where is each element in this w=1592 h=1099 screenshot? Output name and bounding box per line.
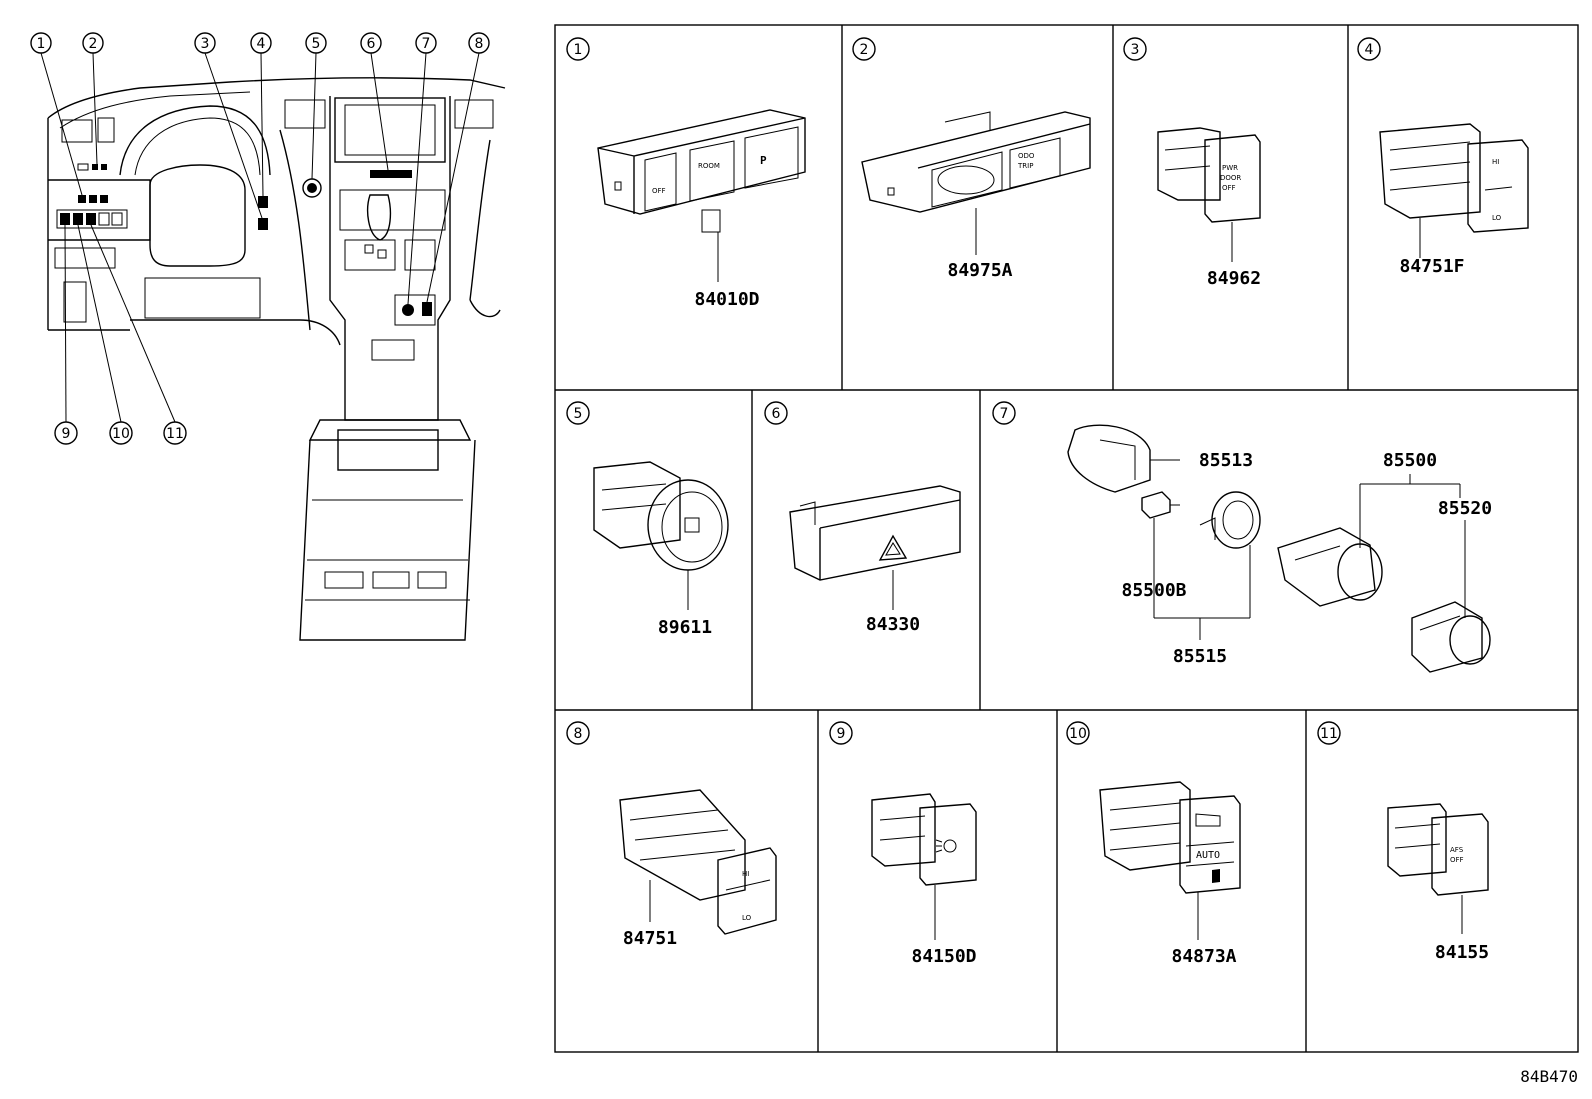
panel-9: 9 84150D <box>829 721 977 967</box>
bulb-85500b <box>1141 491 1180 519</box>
switch-84155: AFS OFF <box>1387 803 1489 896</box>
panel-1-label-room: ROOM <box>698 162 720 170</box>
panel-2-label-odo: ODO <box>1018 152 1035 160</box>
panel-6: 6 84330 <box>764 401 961 635</box>
panel-8-label-hi: HI <box>742 870 749 878</box>
overview-callout-8: 8 <box>475 36 484 52</box>
part-number-85500b: 85500B <box>1121 580 1186 601</box>
overview-callout-1: 1 <box>37 36 46 52</box>
panel-11-label-afs: AFS <box>1450 846 1464 854</box>
panel-8-label-lo: LO <box>742 914 752 922</box>
overview-callout-10: 10 <box>112 426 130 442</box>
part-number-84751: 84751 <box>623 928 677 949</box>
part-number-84150d: 84150D <box>911 946 976 967</box>
overview-callout-7: 7 <box>422 36 431 52</box>
switch-84962: PWR DOOR OFF <box>1157 127 1261 223</box>
lighter-85520 <box>1411 601 1491 673</box>
lighter-85500 <box>1277 527 1383 607</box>
panel-5: 5 89611 <box>566 401 729 638</box>
switch-assembly-84975a: ODO TRIP <box>861 111 1091 213</box>
panel-1-label-off: OFF <box>652 187 666 195</box>
panel-4-callout: 4 <box>1365 42 1374 58</box>
switch-84873a: AUTO <box>1099 781 1241 894</box>
socket-85513 <box>1067 424 1151 493</box>
part-number-84010d: 84010D <box>694 289 759 310</box>
panel-8: 8 HI LO 84751 <box>566 721 777 949</box>
panel-11-label-off: OFF <box>1450 856 1464 864</box>
switch-assembly-84010d: OFF ROOM P <box>597 109 806 233</box>
panel-6-callout: 6 <box>772 406 781 422</box>
overview-callout-11: 11 <box>166 426 184 442</box>
panel-3: 3 PWR DOOR OFF 84962 <box>1123 37 1261 289</box>
panel-9-callout: 9 <box>837 726 846 742</box>
panel-2-label-trip: TRIP <box>1017 162 1033 170</box>
part-number-84975a: 84975A <box>947 260 1012 281</box>
ring-85515 <box>1199 491 1261 549</box>
overview-callout-5: 5 <box>312 36 321 52</box>
switch-84751f: HI LO <box>1379 123 1529 233</box>
panel-3-callout: 3 <box>1131 42 1140 58</box>
panel-10: 10 AUTO 84873A <box>1066 721 1241 967</box>
overview-callout-3: 3 <box>201 36 210 52</box>
panel-1-callout: 1 <box>574 42 583 58</box>
panel-3-label-pwr: PWR <box>1222 164 1238 172</box>
panel-11: 11 AFS OFF 84155 <box>1317 721 1489 963</box>
panel-4-label-hi: HI <box>1492 158 1499 166</box>
overview-callouts: 1 2 3 4 5 6 7 8 9 10 11 <box>30 32 490 445</box>
overview-leaders <box>40 52 480 423</box>
part-number-85513: 85513 <box>1199 450 1253 471</box>
panel-5-callout: 5 <box>574 406 583 422</box>
panel-4: 4 HI LO 84751F <box>1357 37 1529 277</box>
part-number-84873a: 84873A <box>1171 946 1236 967</box>
overview-callout-9: 9 <box>62 426 71 442</box>
overview-callout-6: 6 <box>367 36 376 52</box>
part-number-84962: 84962 <box>1207 268 1261 289</box>
part-number-84155: 84155 <box>1435 942 1489 963</box>
panel-2-callout: 2 <box>860 42 869 58</box>
panel-10-label-auto: AUTO <box>1196 850 1220 861</box>
overview-callout-2: 2 <box>89 36 98 52</box>
part-number-85515: 85515 <box>1173 646 1227 667</box>
part-number-84751f: 84751F <box>1399 256 1464 277</box>
push-start-switch-89611 <box>593 461 729 571</box>
panel-3-label-door: DOOR <box>1220 174 1241 182</box>
panel-1-label-p: P <box>760 154 767 167</box>
panel-4-label-lo: LO <box>1492 214 1502 222</box>
panel-2: 2 ODO TRIP 84975A <box>852 37 1091 281</box>
switch-84751: HI LO <box>619 789 777 935</box>
part-number-85500: 85500 <box>1383 450 1437 471</box>
panel-1: 1 OFF ROOM P 84010D <box>566 37 806 310</box>
part-number-89611: 89611 <box>658 617 712 638</box>
hazard-switch-84330 <box>789 485 961 581</box>
panel-7: 7 85513 85500B 85515 <box>992 401 1492 673</box>
parts-grid <box>554 24 1579 1053</box>
panel-8-callout: 8 <box>574 726 583 742</box>
dashboard-overview: 1 2 3 4 5 6 7 8 9 10 11 <box>30 32 506 641</box>
part-number-85520: 85520 <box>1438 498 1492 519</box>
diagram-code: 84B470 <box>1520 1067 1578 1086</box>
part-number-84330: 84330 <box>866 614 920 635</box>
panel-3-label-off: OFF <box>1222 184 1236 192</box>
panel-7-callout: 7 <box>1000 406 1009 422</box>
switch-84150d <box>871 793 977 886</box>
panel-11-callout: 11 <box>1320 726 1338 742</box>
overview-callout-4: 4 <box>257 36 266 52</box>
panel-10-callout: 10 <box>1069 726 1087 742</box>
